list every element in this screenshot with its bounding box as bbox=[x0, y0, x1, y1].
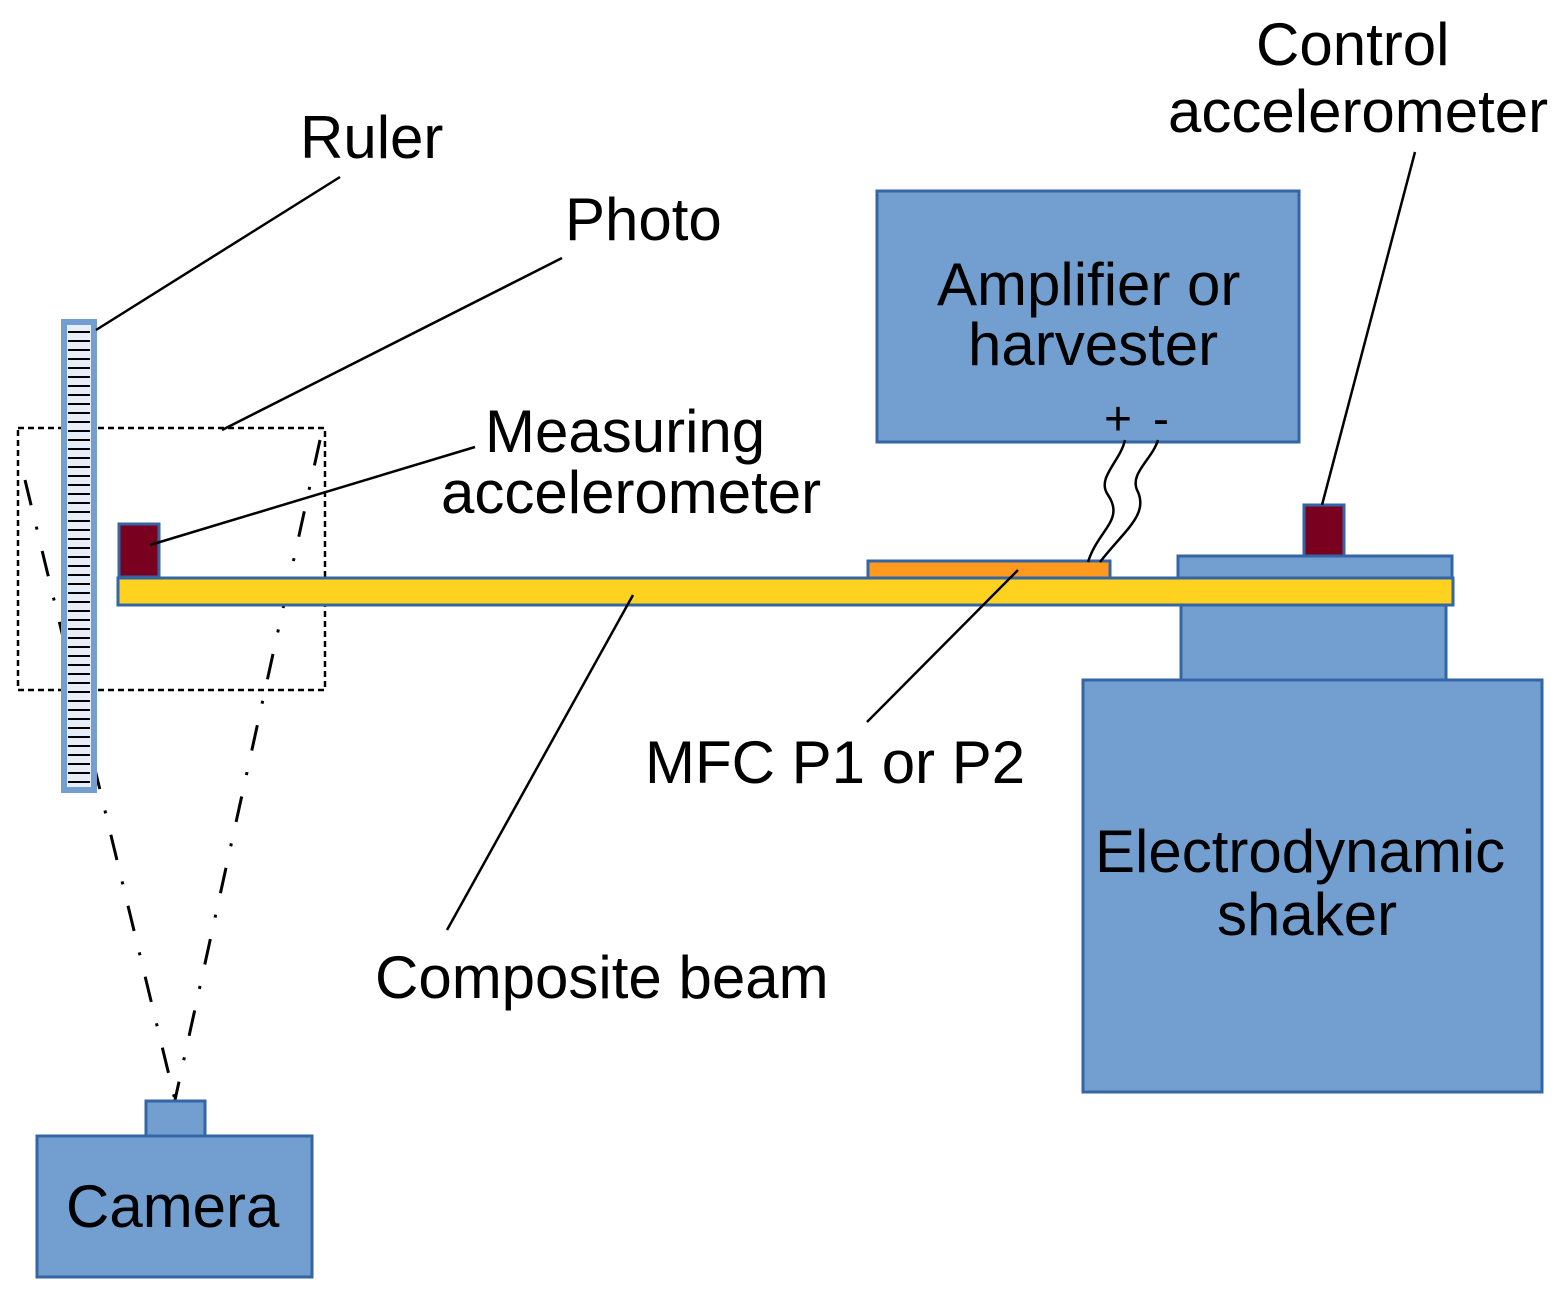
composite-beam bbox=[116, 576, 1455, 607]
label-ruler: Ruler bbox=[300, 104, 443, 171]
label-control-accelerometer-line2: accelerometer bbox=[1168, 78, 1548, 145]
measuring-accelerometer-leader bbox=[149, 445, 476, 547]
label-minus-terminal: - bbox=[1153, 393, 1169, 446]
leader-lines bbox=[95, 151, 1417, 931]
mfc-wires bbox=[1086, 439, 1160, 563]
shaker-clamp-top bbox=[1176, 554, 1454, 580]
measuring-accelerometer bbox=[117, 522, 161, 579]
label-shaker-line2: shaker bbox=[1217, 881, 1397, 948]
shaker-neck bbox=[1179, 603, 1448, 682]
label-camera: Camera bbox=[66, 1173, 280, 1240]
label-mfc: MFC P1 or P2 bbox=[645, 729, 1025, 796]
photo-leader bbox=[221, 256, 563, 432]
photo-frame bbox=[16, 426, 327, 692]
ruler-leader bbox=[95, 175, 341, 332]
label-measuring-accelerometer-line1: Measuring bbox=[485, 398, 765, 465]
shaker-body bbox=[1081, 678, 1544, 1094]
control-accelerometer-leader bbox=[1320, 151, 1417, 506]
mfc-leader bbox=[866, 569, 1019, 723]
label-shaker-line1: Electrodynamic bbox=[1095, 818, 1505, 885]
camera bbox=[35, 1099, 314, 1279]
ruler bbox=[61, 319, 97, 793]
camera-lens bbox=[144, 1099, 207, 1138]
label-control-accelerometer-line1: Control bbox=[1256, 11, 1449, 78]
camera-body bbox=[35, 1134, 314, 1279]
control-accelerometer bbox=[1302, 503, 1346, 558]
label-measuring-accelerometer-line2: accelerometer bbox=[441, 459, 821, 526]
label-composite-beam: Composite beam bbox=[375, 944, 829, 1011]
amplifier-box bbox=[875, 189, 1301, 444]
label-plus-terminal: + bbox=[1104, 393, 1132, 446]
ruler-ticks bbox=[68, 331, 90, 783]
camera-view-lines bbox=[23, 439, 322, 1101]
shaker bbox=[1081, 554, 1544, 1094]
mfc-patch bbox=[866, 559, 1112, 580]
label-photo: Photo bbox=[565, 186, 722, 253]
label-amplifier-line2: harvester bbox=[968, 311, 1218, 378]
label-amplifier-line1: Amplifier or bbox=[937, 251, 1240, 318]
composite-beam-leader bbox=[445, 594, 635, 931]
